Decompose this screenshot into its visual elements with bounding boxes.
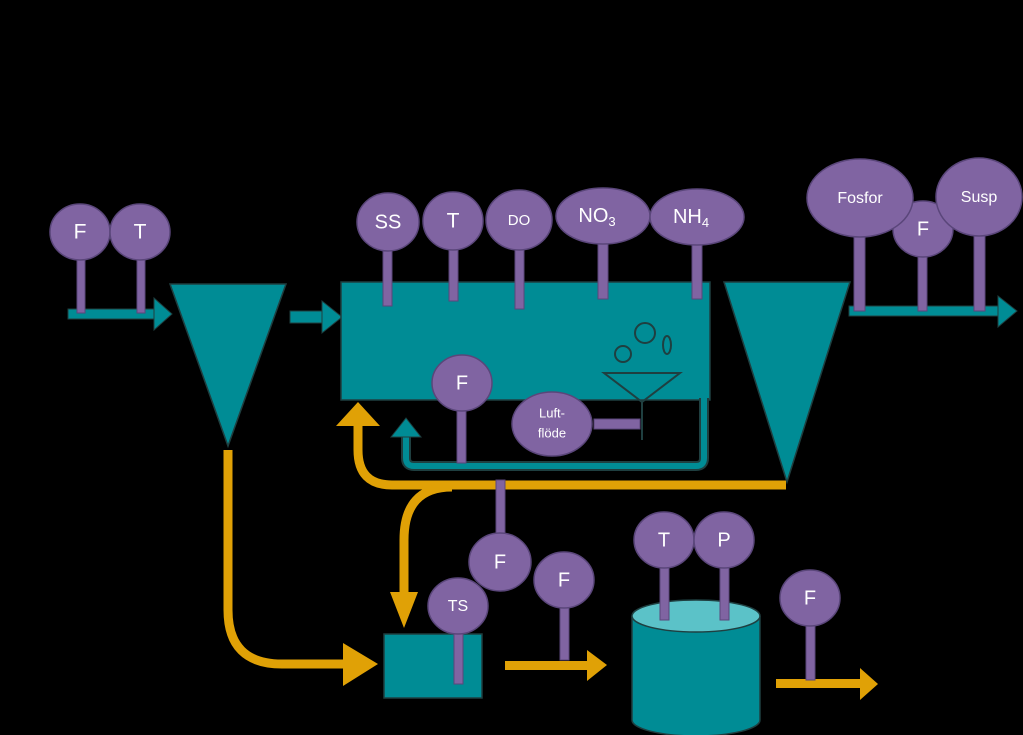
air-bubbles-icon	[614, 322, 672, 363]
return-sludge-line	[353, 420, 786, 490]
aeration-no3-sensor: NO3	[555, 187, 651, 245]
air-flow-label-line1: Luft-	[539, 405, 565, 420]
air-diffuser-icon	[601, 372, 683, 440]
aeration-do-sensor: DO	[485, 189, 553, 251]
air-flow-label-line2: flöde	[538, 425, 566, 440]
thickener-ts-label: TS	[448, 598, 468, 615]
primary-clarifier	[168, 283, 288, 449]
recirculation-flow-label: F	[456, 372, 468, 394]
digester-tank	[631, 599, 761, 735]
aeration-nh4-sensor: NH4	[649, 188, 745, 246]
secondary-clarifier	[722, 281, 852, 485]
outlet-susp-sensor: Susp	[935, 157, 1023, 237]
inlet-arrow	[67, 296, 173, 332]
sludge-thickener	[383, 633, 483, 699]
outlet-fosfor-label: Fosfor	[837, 190, 883, 207]
return-sludge-arrowhead	[336, 402, 380, 426]
aeration-nh4-label: NH4	[673, 206, 709, 230]
thickener-ts-sensor: TS	[427, 577, 489, 635]
excess-sludge-line	[399, 482, 453, 598]
excess-sludge-arrowhead	[390, 592, 418, 628]
recirculation-flow-sensor: F	[431, 354, 493, 412]
thickener-outlet-flow-sensor: F	[533, 551, 595, 609]
aeration-do-label: DO	[508, 212, 531, 229]
digester-outlet-flow-label: F	[804, 587, 816, 609]
digester-pressure-sensor: P	[693, 511, 755, 569]
outlet-susp-label: Susp	[961, 189, 998, 206]
aeration-ss-label: SS	[375, 211, 402, 233]
outlet-fosfor-sensor: Fosfor	[806, 158, 914, 238]
thickener-outlet-flow-label: F	[558, 569, 570, 591]
aeration-temp-sensor: T	[422, 191, 484, 251]
inlet-temp-label: T	[134, 221, 147, 244]
digester-outlet-flow-sensor: F	[779, 569, 841, 627]
air-flow-sensor: Luft- flöde	[511, 391, 593, 457]
digester-pressure-label: P	[717, 529, 730, 551]
digester-temp-label: T	[658, 529, 670, 551]
aeration-no3-label: NO3	[578, 205, 615, 229]
sludge-flow-sensor: F	[468, 532, 532, 592]
primary-sludge-line	[223, 450, 346, 669]
inlet-flow-sensor: F	[49, 203, 111, 261]
primary-sludge-arrowhead	[343, 643, 378, 686]
aeration-ss-sensor: SS	[356, 192, 420, 252]
inlet-flow-label: F	[74, 221, 87, 244]
sludge-lines	[223, 420, 786, 669]
outlet-flow-label: F	[917, 218, 929, 240]
inlet-temp-sensor: T	[109, 203, 171, 261]
digester-temp-sensor: T	[633, 511, 695, 569]
digester-outlet-arrow	[776, 668, 878, 700]
outlet-arrow	[848, 294, 1018, 329]
sludge-flow-label: F	[494, 551, 506, 573]
aeration-temp-label: T	[447, 210, 460, 233]
aeration-basin	[340, 281, 711, 401]
primary-to-aeration-arrow	[289, 299, 343, 335]
internal-recirculation-line	[389, 398, 709, 471]
thickener-outlet-arrow	[505, 650, 607, 681]
